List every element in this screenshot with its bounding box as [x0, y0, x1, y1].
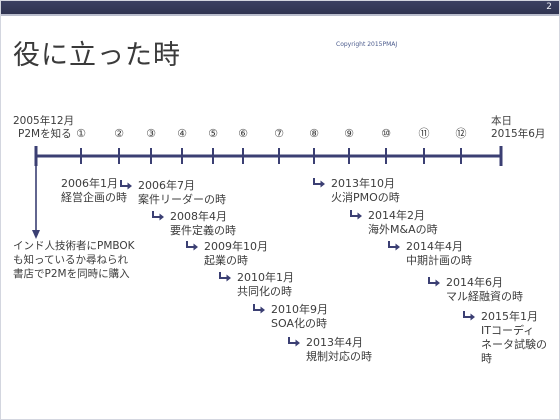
timeline-event: 2009年10月 起業の時: [185, 240, 268, 268]
event-text: 2006年1月 経営企画の時: [61, 177, 127, 205]
event-label: SOA化の時: [271, 317, 327, 330]
event-text: 2006年7月 案件リーダーの時: [138, 179, 226, 207]
origin-note-line: インド人技術者にPMBOK: [13, 240, 135, 252]
event-text: 2014年2月 海外M&Aの時: [368, 209, 438, 237]
event-text: 2008年4月 要件定義の時: [170, 210, 236, 238]
timeline-marker: ⑦: [274, 127, 284, 140]
event-label: 起業の時: [204, 254, 248, 267]
header-bar: 2: [1, 1, 559, 16]
timeline-marker: ⑫: [455, 127, 467, 140]
end-caption: 本日: [491, 115, 512, 127]
bent-arrow-icon: [152, 211, 164, 221]
event-date: 2010年9月: [271, 303, 328, 316]
bent-arrow-icon: [313, 178, 325, 188]
timeline-marker: ⑪: [418, 127, 430, 140]
timeline-end-label: 本日 2015年6月: [491, 115, 545, 141]
bent-arrow-icon: [253, 304, 265, 314]
event-date: 2013年4月: [306, 336, 363, 349]
event-text: 2009年10月 起業の時: [204, 240, 268, 268]
event-date: 2010年1月: [237, 271, 294, 284]
copyright-notice: Copyright 2015PMAJ: [336, 41, 398, 48]
origin-note: インド人技術者にPMBOK も知っているか尋ねられ 書店でP2Mを同時に購入: [13, 239, 135, 281]
start-caption: P2Mを知る: [18, 128, 72, 140]
slide-number: 2: [546, 2, 552, 12]
event-date: 2014年2月: [368, 209, 425, 222]
bent-arrow-icon: [350, 210, 362, 220]
timeline-event: 2006年7月 案件リーダーの時: [119, 179, 226, 207]
timeline-marker: ②: [114, 127, 124, 140]
event-label: 火消PMOの時: [331, 191, 400, 204]
bent-arrow-icon: [186, 241, 198, 251]
timeline-event: 2013年10月 火消PMOの時: [312, 177, 400, 205]
timeline-marker: ⑩: [381, 127, 391, 140]
timeline-event: 2010年1月 共同化の時: [218, 271, 294, 299]
timeline-start-label: 2005年12月 P2Mを知る: [13, 115, 74, 141]
event-date: 2009年10月: [204, 240, 268, 253]
event-text: 2013年4月 規制対応の時: [306, 336, 372, 364]
event-label: 要件定義の時: [170, 224, 236, 237]
timeline-event: 2014年2月 海外M&Aの時: [349, 209, 438, 237]
event-text: 2014年4月 中期計画の時: [406, 240, 472, 268]
bent-arrow-icon: [288, 337, 300, 347]
slide-title: 役に立った時: [13, 40, 181, 71]
timeline-event: 2006年1月 経営企画の時: [61, 177, 127, 205]
event-label: 時: [481, 352, 492, 365]
timeline-marker: ⑧: [309, 127, 319, 140]
bent-arrow-icon: [219, 272, 231, 282]
event-text: 2010年1月 共同化の時: [237, 271, 294, 299]
timeline-event: 2014年6月 マル経融資の時: [427, 276, 523, 304]
event-label: 海外M&Aの時: [368, 223, 438, 236]
origin-note-line: も知っているか尋ねられ: [13, 254, 128, 266]
event-date: 2008年4月: [170, 210, 227, 223]
event-label: ネータ試験の: [481, 338, 547, 351]
event-text: 2015年1月 ITコーディ ネータ試験の 時: [481, 310, 547, 366]
timeline-event: 2008年4月 要件定義の時: [151, 210, 236, 238]
event-date: 2006年7月: [138, 179, 195, 192]
event-label: 中期計画の時: [406, 254, 472, 267]
origin-note-line: 書店でP2Mを同時に購入: [13, 268, 130, 280]
event-text: 2010年9月 SOA化の時: [271, 303, 328, 331]
bent-arrow-icon: [120, 180, 132, 190]
timeline-marker: ④: [177, 127, 187, 140]
end-date: 2015年6月: [491, 128, 546, 140]
timeline-marker: ⑨: [344, 127, 354, 140]
start-date: 2005年12月: [13, 115, 75, 127]
event-label: マル経融資の時: [446, 290, 523, 303]
event-date: 2014年4月: [406, 240, 463, 253]
timeline-event: 2015年1月 ITコーディ ネータ試験の 時: [462, 310, 547, 366]
timeline-marker: ⑤: [208, 127, 218, 140]
bent-arrow-icon: [428, 277, 440, 287]
event-date: 2013年10月: [331, 177, 395, 190]
event-text: 2014年6月 マル経融資の時: [446, 276, 523, 304]
timeline-event: 2014年4月 中期計画の時: [387, 240, 472, 268]
event-text: 2013年10月 火消PMOの時: [331, 177, 400, 205]
event-date: 2006年1月: [61, 177, 118, 190]
down-arrow-icon: [32, 164, 40, 239]
event-date: 2014年6月: [446, 276, 503, 289]
event-date: 2015年1月: [481, 310, 538, 323]
bent-arrow-icon: [463, 311, 475, 321]
event-label: 規制対応の時: [306, 350, 372, 363]
timeline-marker: ⑥: [238, 127, 248, 140]
timeline-marker: ③: [146, 127, 156, 140]
event-label: ITコーディ: [481, 324, 535, 337]
event-label: 案件リーダーの時: [138, 193, 226, 206]
timeline-event: 2010年9月 SOA化の時: [252, 303, 328, 331]
event-label: 共同化の時: [237, 285, 292, 298]
timeline-event: 2013年4月 規制対応の時: [287, 336, 372, 364]
bent-arrow-icon: [388, 241, 400, 251]
event-label: 経営企画の時: [61, 191, 127, 204]
timeline-marker: ①: [76, 127, 86, 140]
